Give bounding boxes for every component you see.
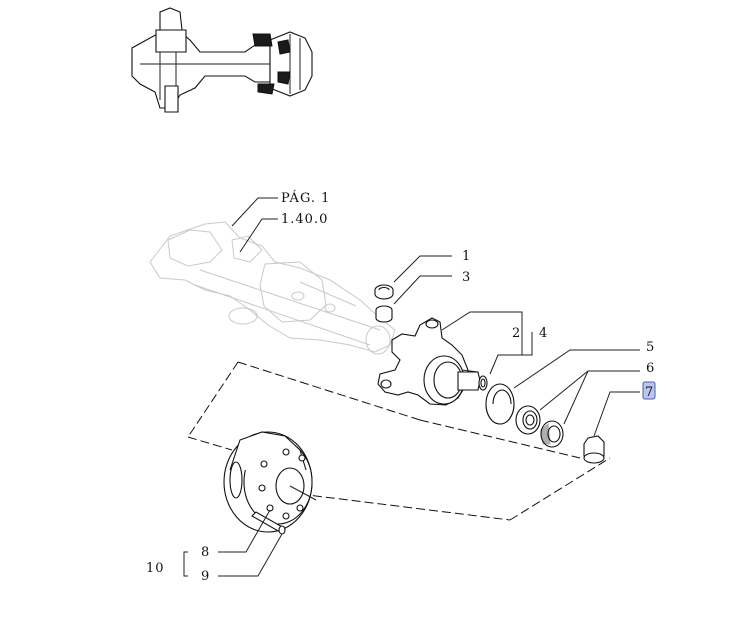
callout-9[interactable]: 9	[201, 569, 210, 584]
callout-6[interactable]: 6	[646, 361, 655, 376]
part-4-steering-knuckle[interactable]	[377, 317, 481, 406]
part-2-spacer[interactable]	[478, 375, 488, 391]
page-reference-label[interactable]: PÁG. 1	[281, 190, 330, 206]
part-1-seal[interactable]	[374, 284, 394, 300]
page-reference-leader	[231, 197, 278, 227]
callout-2[interactable]: 2	[512, 326, 521, 341]
part-6-inner-bearing[interactable]	[515, 405, 541, 435]
explode-line-hub-left	[187, 361, 239, 438]
explode-line-hub-entry	[187, 436, 233, 451]
section-reference-label[interactable]: 1.40.0	[281, 212, 328, 227]
callout-5[interactable]: 5	[646, 340, 655, 355]
explode-line-axis	[419, 419, 581, 459]
part-7-hub-cap[interactable]	[583, 435, 605, 464]
callout-7-highlight	[642, 381, 656, 400]
part-3-bushing[interactable]	[375, 305, 393, 323]
part-5-seal-ring[interactable]	[485, 383, 515, 425]
callout-10[interactable]: 10	[146, 561, 165, 576]
part-6-outer-bearing-cup[interactable]	[540, 420, 564, 448]
part-10-wheel-hub[interactable]	[223, 431, 317, 533]
axle-housing-reference-drawing	[149, 221, 396, 355]
explode-line-bottom	[299, 493, 511, 521]
callout-leaders	[183, 255, 640, 577]
explode-line-top	[237, 361, 421, 421]
callout-4[interactable]: 4	[539, 326, 548, 341]
section-reference-leader	[239, 218, 278, 253]
callout-7[interactable]: 7	[645, 385, 654, 400]
explode-line-right	[509, 457, 611, 521]
callout-1[interactable]: 1	[462, 249, 471, 264]
callout-3[interactable]: 3	[462, 270, 471, 285]
axle-overview-thumbnail[interactable]	[128, 7, 318, 120]
callout-8[interactable]: 8	[201, 545, 210, 560]
